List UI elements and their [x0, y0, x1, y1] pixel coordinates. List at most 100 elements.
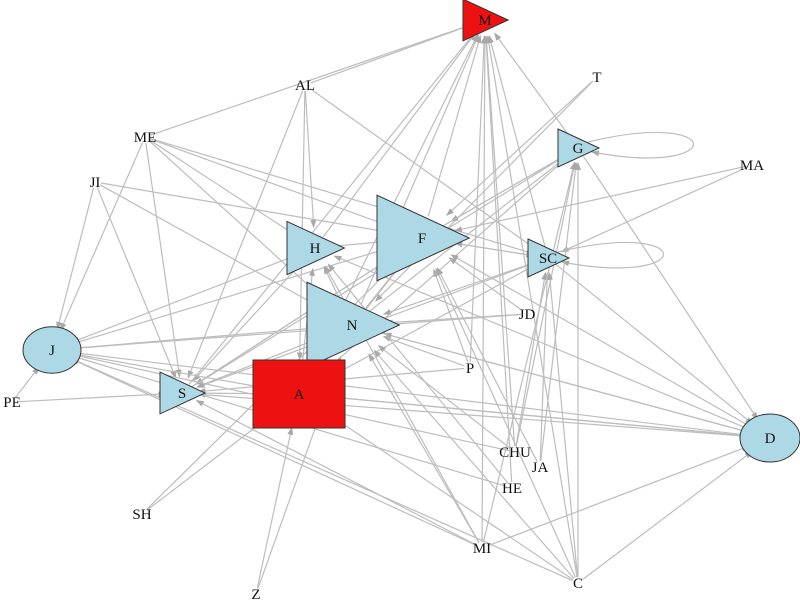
edge-self-loop-SC [557, 241, 664, 269]
node-label: H [310, 241, 321, 257]
node-ma[interactable]: MA [740, 158, 764, 174]
node-label: MI [473, 541, 491, 557]
edge-S-M [188, 32, 476, 385]
node-m[interactable]: M [462, 0, 510, 42]
edge-C-M [485, 35, 578, 578]
edge-T-F [446, 80, 593, 216]
square-node-shape [252, 359, 346, 429]
edge-D-J [72, 350, 756, 437]
node-ja[interactable]: JA [532, 460, 549, 476]
edge-CHU-M [483, 35, 516, 447]
edge-P-F [433, 268, 469, 363]
node-mi[interactable]: MI [473, 541, 491, 557]
edge-C-SC [547, 271, 579, 578]
edge-SC-F [454, 241, 539, 258]
node-label: C [573, 576, 583, 592]
node-j[interactable]: J [22, 326, 82, 374]
edge-MI-G [482, 161, 576, 543]
node-label: Z [251, 587, 260, 600]
edge-N-G [369, 156, 567, 312]
edge-A-J [72, 352, 277, 391]
node-sc[interactable]: SC [527, 238, 571, 278]
edge-AL-M [310, 25, 471, 84]
node-label: D [765, 431, 776, 447]
node-label: JD [519, 307, 536, 323]
node-z[interactable]: Z [251, 587, 260, 600]
node-sh[interactable]: SH [132, 507, 151, 523]
edge-H-J [71, 252, 303, 343]
edge-S-F [190, 255, 395, 388]
triangle-node-shape [376, 194, 471, 282]
node-label: S [178, 386, 186, 402]
edge-JI-S [96, 187, 177, 379]
node-p[interactable]: P [466, 361, 474, 377]
edge-SC-M [488, 34, 547, 249]
edge-JA-G [540, 161, 579, 462]
node-label: J [49, 343, 55, 359]
edge-C-N [373, 349, 575, 579]
edge-C-A [326, 412, 574, 581]
node-label: ME [134, 130, 157, 146]
node-label: A [294, 387, 305, 403]
edge-MA-SC [560, 166, 747, 253]
node-c[interactable]: C [573, 576, 583, 592]
edge-ME-F [150, 138, 392, 228]
edge-PE-S [17, 391, 167, 403]
edge-P-N [382, 335, 465, 367]
node-f[interactable]: F [376, 194, 471, 282]
node-g[interactable]: G [557, 128, 601, 168]
circle-node-shape [739, 413, 800, 463]
edge-AL-A [296, 90, 306, 361]
node-label: T [592, 70, 601, 86]
edge-ME-H [149, 139, 299, 238]
edge-P-M [469, 35, 487, 363]
edge-HE-H [327, 263, 509, 484]
node-label: CHU [499, 445, 531, 461]
node-label: JI [90, 175, 101, 191]
node-he[interactable]: HE [502, 481, 522, 497]
edge-SC-D [555, 263, 754, 425]
node-a[interactable]: A [252, 359, 346, 429]
node-al[interactable]: AL [295, 78, 315, 94]
edge-self-loop-G [587, 131, 694, 159]
node-ji[interactable]: JI [90, 175, 101, 191]
node-label: G [573, 141, 584, 157]
edge-AL-SC [309, 87, 537, 250]
edge-SH-A [146, 414, 273, 511]
edge-D-A [332, 394, 756, 438]
edge-JA-SC [539, 271, 551, 462]
node-s[interactable]: S [159, 371, 207, 415]
circle-node-shape [22, 326, 82, 374]
edge-PE-J [15, 366, 40, 398]
node-label: F [418, 231, 426, 247]
edge-AL-S [187, 90, 304, 379]
edge-C-F [435, 267, 577, 578]
edge-G-M [494, 32, 573, 141]
edge-F-M [427, 34, 482, 217]
node-chu[interactable]: CHU [499, 445, 531, 461]
edge-F-G [441, 154, 566, 228]
edge-MA-F [453, 165, 747, 233]
edge-CHU-G [515, 161, 577, 447]
node-n[interactable]: N [306, 281, 401, 369]
node-label: SC [539, 251, 557, 267]
node-label: JA [532, 460, 549, 476]
triangle-node-shape [557, 128, 601, 168]
node-pe[interactable]: PE [3, 395, 21, 411]
node-label: HE [502, 481, 522, 497]
triangle-node-shape [286, 220, 346, 276]
edge-C-J [70, 358, 573, 582]
edge-SC-N [382, 260, 539, 315]
edge-MI-J [70, 358, 477, 547]
node-t[interactable]: T [592, 70, 601, 86]
node-d[interactable]: D [739, 413, 800, 463]
edge-ME-M [150, 24, 471, 136]
edge-JA-F [436, 267, 538, 462]
node-jd[interactable]: JD [519, 307, 536, 323]
node-h[interactable]: H [286, 220, 346, 276]
triangle-node-shape [527, 238, 571, 278]
node-me[interactable]: ME [134, 130, 157, 146]
edge-MI-N [368, 353, 480, 544]
